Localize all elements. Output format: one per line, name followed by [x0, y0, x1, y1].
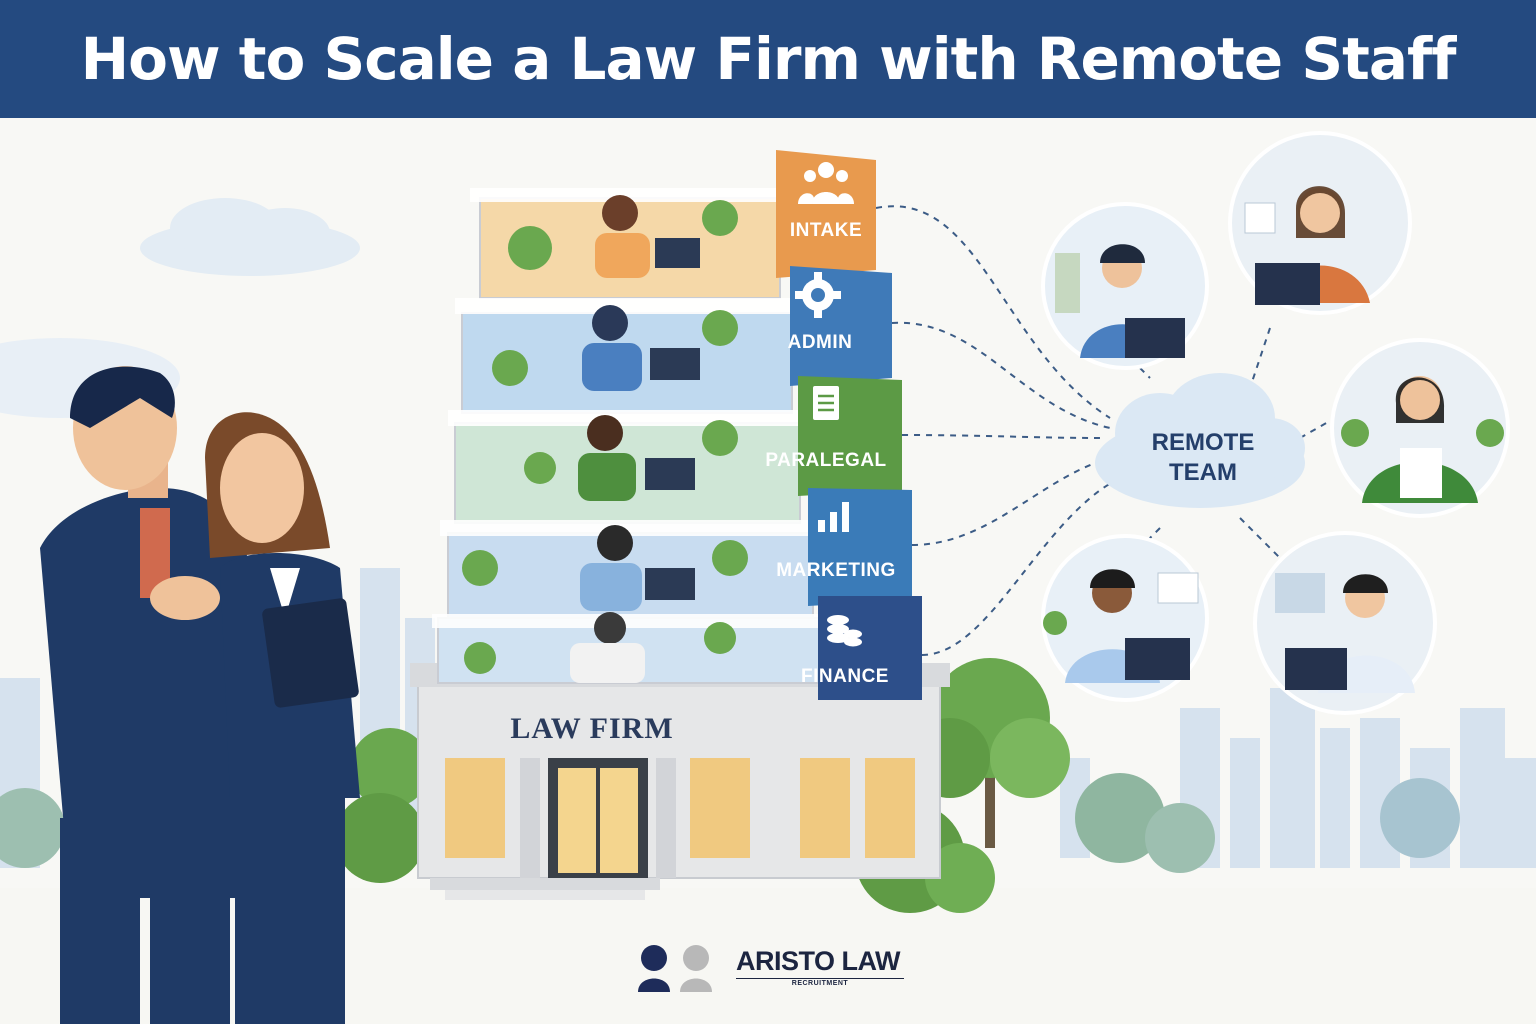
- floor-panel-paralegal[interactable]: PARALEGAL: [765, 376, 902, 496]
- background-clouds: [0, 198, 360, 418]
- law-firm-building: LAW FIRM: [410, 663, 950, 900]
- glass-floors: [432, 188, 829, 684]
- man-figure: [40, 366, 260, 1024]
- brand-name: ARISTO LAW: [736, 946, 901, 976]
- department-panels[interactable]: INTAKE ADMIN: [765, 150, 922, 700]
- floor-label-marketing: MARKETING: [776, 560, 896, 581]
- floor-label-intake: INTAKE: [790, 220, 862, 241]
- floor-panel-marketing[interactable]: MARKETING: [776, 488, 912, 606]
- gear-icon: [795, 272, 841, 318]
- remote-team-line1: REMOTE: [1152, 429, 1255, 456]
- law-firm-sign: LAW FIRM: [510, 712, 673, 745]
- remote-worker-3: [1330, 338, 1510, 518]
- title-banner: How to Scale a Law Firm with Remote Staf…: [0, 0, 1536, 118]
- brand-tagline: RECRUITMENT: [736, 978, 904, 987]
- page-title: How to Scale a Law Firm with Remote Staf…: [80, 25, 1457, 93]
- remote-worker-2: [1228, 131, 1412, 315]
- floor-label-paralegal: PARALEGAL: [765, 450, 886, 471]
- floor-panel-admin[interactable]: ADMIN: [788, 266, 892, 386]
- bar-chart-icon: [818, 502, 849, 532]
- remote-worker-1: [1041, 202, 1209, 370]
- scene-illustration: LAW FIRM: [0, 131, 1536, 1024]
- remote-team-cloud: REMOTE TEAM: [1095, 373, 1305, 508]
- brand-logo: ARISTO LAW RECRUITMENT: [634, 940, 914, 1000]
- floor-label-finance: FINANCE: [801, 666, 889, 687]
- floor-label-admin: ADMIN: [788, 332, 853, 353]
- brand-mark-icon: [638, 945, 712, 992]
- document-icon: [813, 386, 839, 420]
- coins-icon: [827, 615, 862, 647]
- connector-lines: [875, 205, 1336, 656]
- woman-figure: [205, 412, 360, 1024]
- remote-worker-5: [1253, 531, 1437, 715]
- remote-team-line2: TEAM: [1169, 459, 1237, 486]
- floor-panel-intake[interactable]: INTAKE: [776, 150, 876, 278]
- remote-worker-4: [1041, 534, 1209, 702]
- trees: [0, 658, 1460, 913]
- floor-panel-finance[interactable]: FINANCE: [801, 596, 922, 700]
- team-icon: [798, 162, 854, 204]
